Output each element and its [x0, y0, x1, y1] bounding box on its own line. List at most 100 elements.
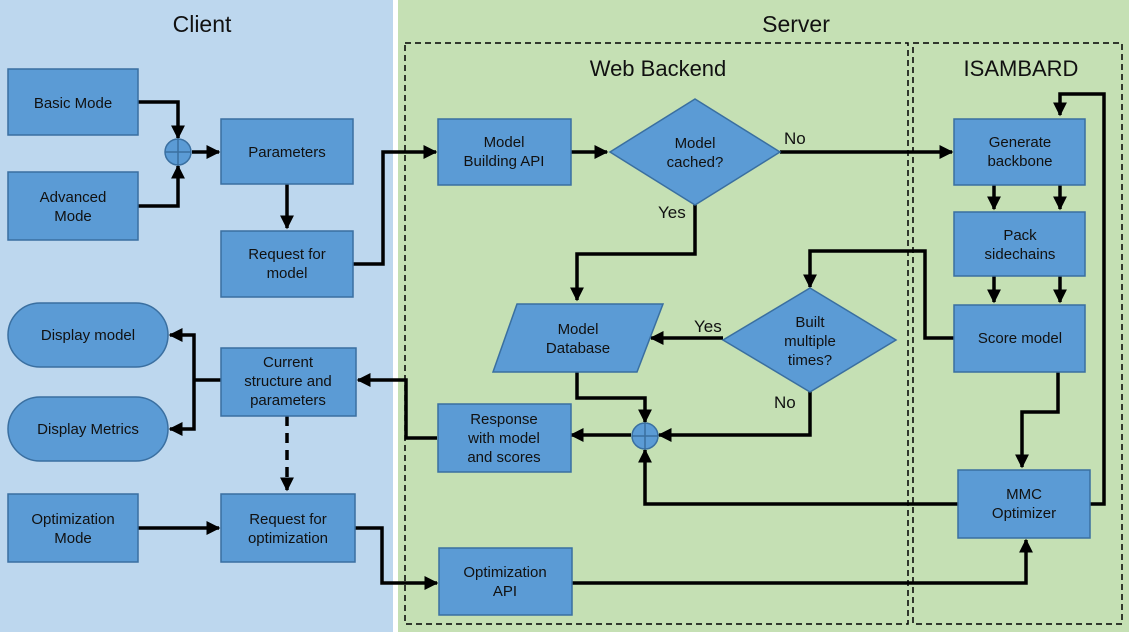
display-model-line-1: Display model: [41, 327, 135, 344]
current-structure-line-1: Current: [263, 354, 314, 371]
web-backend-title: Web Backend: [590, 56, 727, 81]
response-line-3: and scores: [467, 449, 540, 466]
label-multiple-no: No: [774, 393, 796, 412]
node-basic-mode: Basic Mode: [7, 68, 139, 136]
node-display-metrics: Display Metrics: [7, 396, 169, 462]
request-optimization-line-1: Request for: [249, 511, 327, 528]
edge-request-to-api: [353, 145, 438, 266]
current-structure-line-2: structure and: [244, 373, 332, 390]
optimization-api-line-2: API: [493, 583, 517, 600]
server-title: Server: [762, 11, 830, 37]
edges: [138, 92, 1106, 590]
built-multiple-line-3: times?: [788, 352, 832, 369]
node-generate-backbone: Generate backbone: [953, 118, 1086, 186]
edge-current-to-display-model: [168, 328, 196, 380]
client-title: Client: [173, 11, 232, 37]
parameters-line-1: Parameters: [248, 144, 326, 161]
edge-advanced-to-join: [138, 164, 185, 208]
label-cached-yes: Yes: [658, 203, 686, 222]
node-display-model: Display model: [7, 302, 169, 368]
isambard-title: ISAMBARD: [964, 56, 1079, 81]
node-current-structure: Current structure and parameters: [220, 347, 357, 417]
basic-mode-line-1: Basic Mode: [34, 95, 112, 112]
pack-sidechains-line-2: sidechains: [985, 246, 1056, 263]
edge-database-to-join: [575, 372, 652, 424]
node-mmc-optimizer: MMC Optimizer: [957, 469, 1091, 539]
svg-text:Score model: Score model: [978, 330, 1062, 347]
model-building-api-line-1: Model: [484, 134, 525, 151]
join-circle-client: [164, 138, 192, 166]
optimization-mode-line-2: Mode: [54, 530, 92, 547]
join-circle-response: [631, 422, 659, 450]
node-request-optimization: Request for optimization: [220, 493, 356, 563]
node-parameters: Parameters: [220, 118, 354, 185]
edge-response-to-current: [356, 373, 437, 440]
svg-text:Basic Mode: Basic Mode: [34, 95, 112, 112]
pack-sidechains-line-1: Pack: [1003, 227, 1037, 244]
model-database-line-1: Model: [558, 321, 599, 338]
mmc-optimizer-line-1: MMC: [1006, 486, 1042, 503]
edge-score-to-mmc: [1015, 372, 1060, 469]
edge-current-to-display-metrics: [168, 380, 196, 436]
response-line-2: with model: [467, 430, 540, 447]
node-model-cached: Model cached?: [608, 98, 782, 206]
svg-text:Display model: Display model: [41, 327, 135, 344]
label-multiple-yes: Yes: [694, 317, 722, 336]
edge-request-to-optapi: [355, 526, 439, 590]
edge-score-to-multiple: [803, 249, 954, 340]
edge-mmc-loop: [1053, 92, 1106, 506]
response-line-1: Response: [470, 411, 538, 428]
current-structure-line-3: parameters: [250, 392, 326, 409]
built-multiple-line-2: multiple: [784, 333, 836, 350]
generate-backbone-line-1: Generate: [989, 134, 1052, 151]
edge-optapi-to-mmc: [572, 538, 1033, 585]
generate-backbone-line-2: backbone: [987, 153, 1052, 170]
request-model-line-2: model: [267, 265, 308, 282]
label-cached-no: No: [784, 129, 806, 148]
model-cached-line-1: Model: [675, 135, 716, 152]
model-cached-line-2: cached?: [667, 154, 724, 171]
advanced-mode-line-2: Mode: [54, 208, 92, 225]
edge-basic-to-join: [138, 100, 185, 140]
node-request-model: Request for model: [220, 230, 354, 298]
score-model-line-1: Score model: [978, 330, 1062, 347]
svg-text:Parameters: Parameters: [248, 144, 326, 161]
node-score-model: Score model: [953, 304, 1086, 373]
mmc-optimizer-line-2: Optimizer: [992, 505, 1056, 522]
svg-text:Display Metrics: Display Metrics: [37, 421, 139, 438]
edge-cached-yes: [570, 197, 697, 302]
isambard-group: [912, 42, 1123, 625]
optimization-mode-line-1: Optimization: [31, 511, 114, 528]
model-database-line-2: Database: [546, 340, 610, 357]
node-pack-sidechains: Pack sidechains: [953, 211, 1086, 277]
model-building-api-line-2: Building API: [464, 153, 545, 170]
advanced-mode-line-1: Advanced: [40, 189, 107, 206]
optimization-api-line-1: Optimization: [463, 564, 546, 581]
display-metrics-line-1: Display Metrics: [37, 421, 139, 438]
request-optimization-line-2: optimization: [248, 530, 328, 547]
request-model-line-1: Request for: [248, 246, 326, 263]
edge-mmc-to-join: [638, 448, 958, 506]
web-backend-group: [404, 42, 909, 625]
node-response: Response with model and scores: [437, 403, 572, 473]
